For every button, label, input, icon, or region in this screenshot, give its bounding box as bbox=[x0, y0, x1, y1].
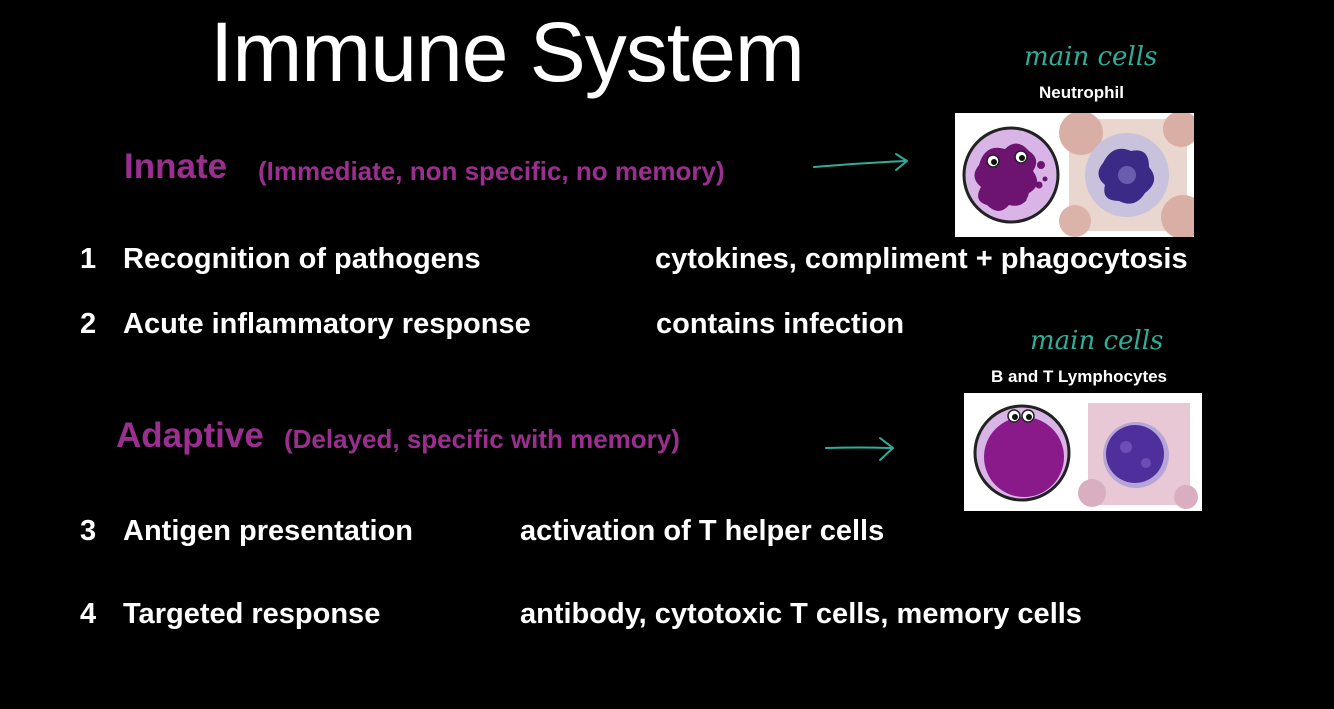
adaptive-arrow-icon bbox=[825, 437, 894, 461]
item-detail: cytokines, compliment + phagocytosis bbox=[655, 243, 1188, 275]
innate-subtitle: (Immediate, non specific, no memory) bbox=[258, 156, 725, 186]
innate-heading: Innate bbox=[124, 147, 228, 186]
item-number: 3 bbox=[80, 515, 97, 547]
slide-title: Immune System bbox=[210, 5, 805, 99]
lymphocytes-handwritten-note: main cells bbox=[1030, 326, 1164, 356]
adaptive-subtitle: (Delayed, specific with memory) bbox=[284, 424, 680, 454]
item-detail: contains infection bbox=[656, 308, 905, 340]
item-detail: activation of T helper cells bbox=[520, 515, 885, 547]
item-label: Acute inflammatory response bbox=[123, 308, 531, 340]
neutrophil-illustration bbox=[962, 113, 1194, 237]
innate-arrow-icon bbox=[813, 153, 908, 171]
item-detail: antibody, cytotoxic T cells, memory cell… bbox=[520, 598, 1082, 630]
item-number: 4 bbox=[80, 598, 97, 630]
neutrophil-handwritten-note: main cells bbox=[1024, 42, 1158, 72]
adaptive-heading: Adaptive bbox=[116, 416, 264, 455]
lymphocytes-caption: B and T Lymphocytes bbox=[991, 367, 1168, 386]
item-label: Targeted response bbox=[123, 598, 381, 630]
item-label: Recognition of pathogens bbox=[123, 243, 481, 275]
neutrophil-caption: Neutrophil bbox=[1039, 83, 1124, 102]
neutrophil-image bbox=[955, 113, 1194, 237]
lymphocyte-illustration bbox=[973, 403, 1198, 509]
item-number: 1 bbox=[80, 243, 97, 275]
item-number: 2 bbox=[80, 308, 97, 340]
lymphocytes-image bbox=[964, 393, 1202, 511]
item-label: Antigen presentation bbox=[123, 515, 414, 547]
